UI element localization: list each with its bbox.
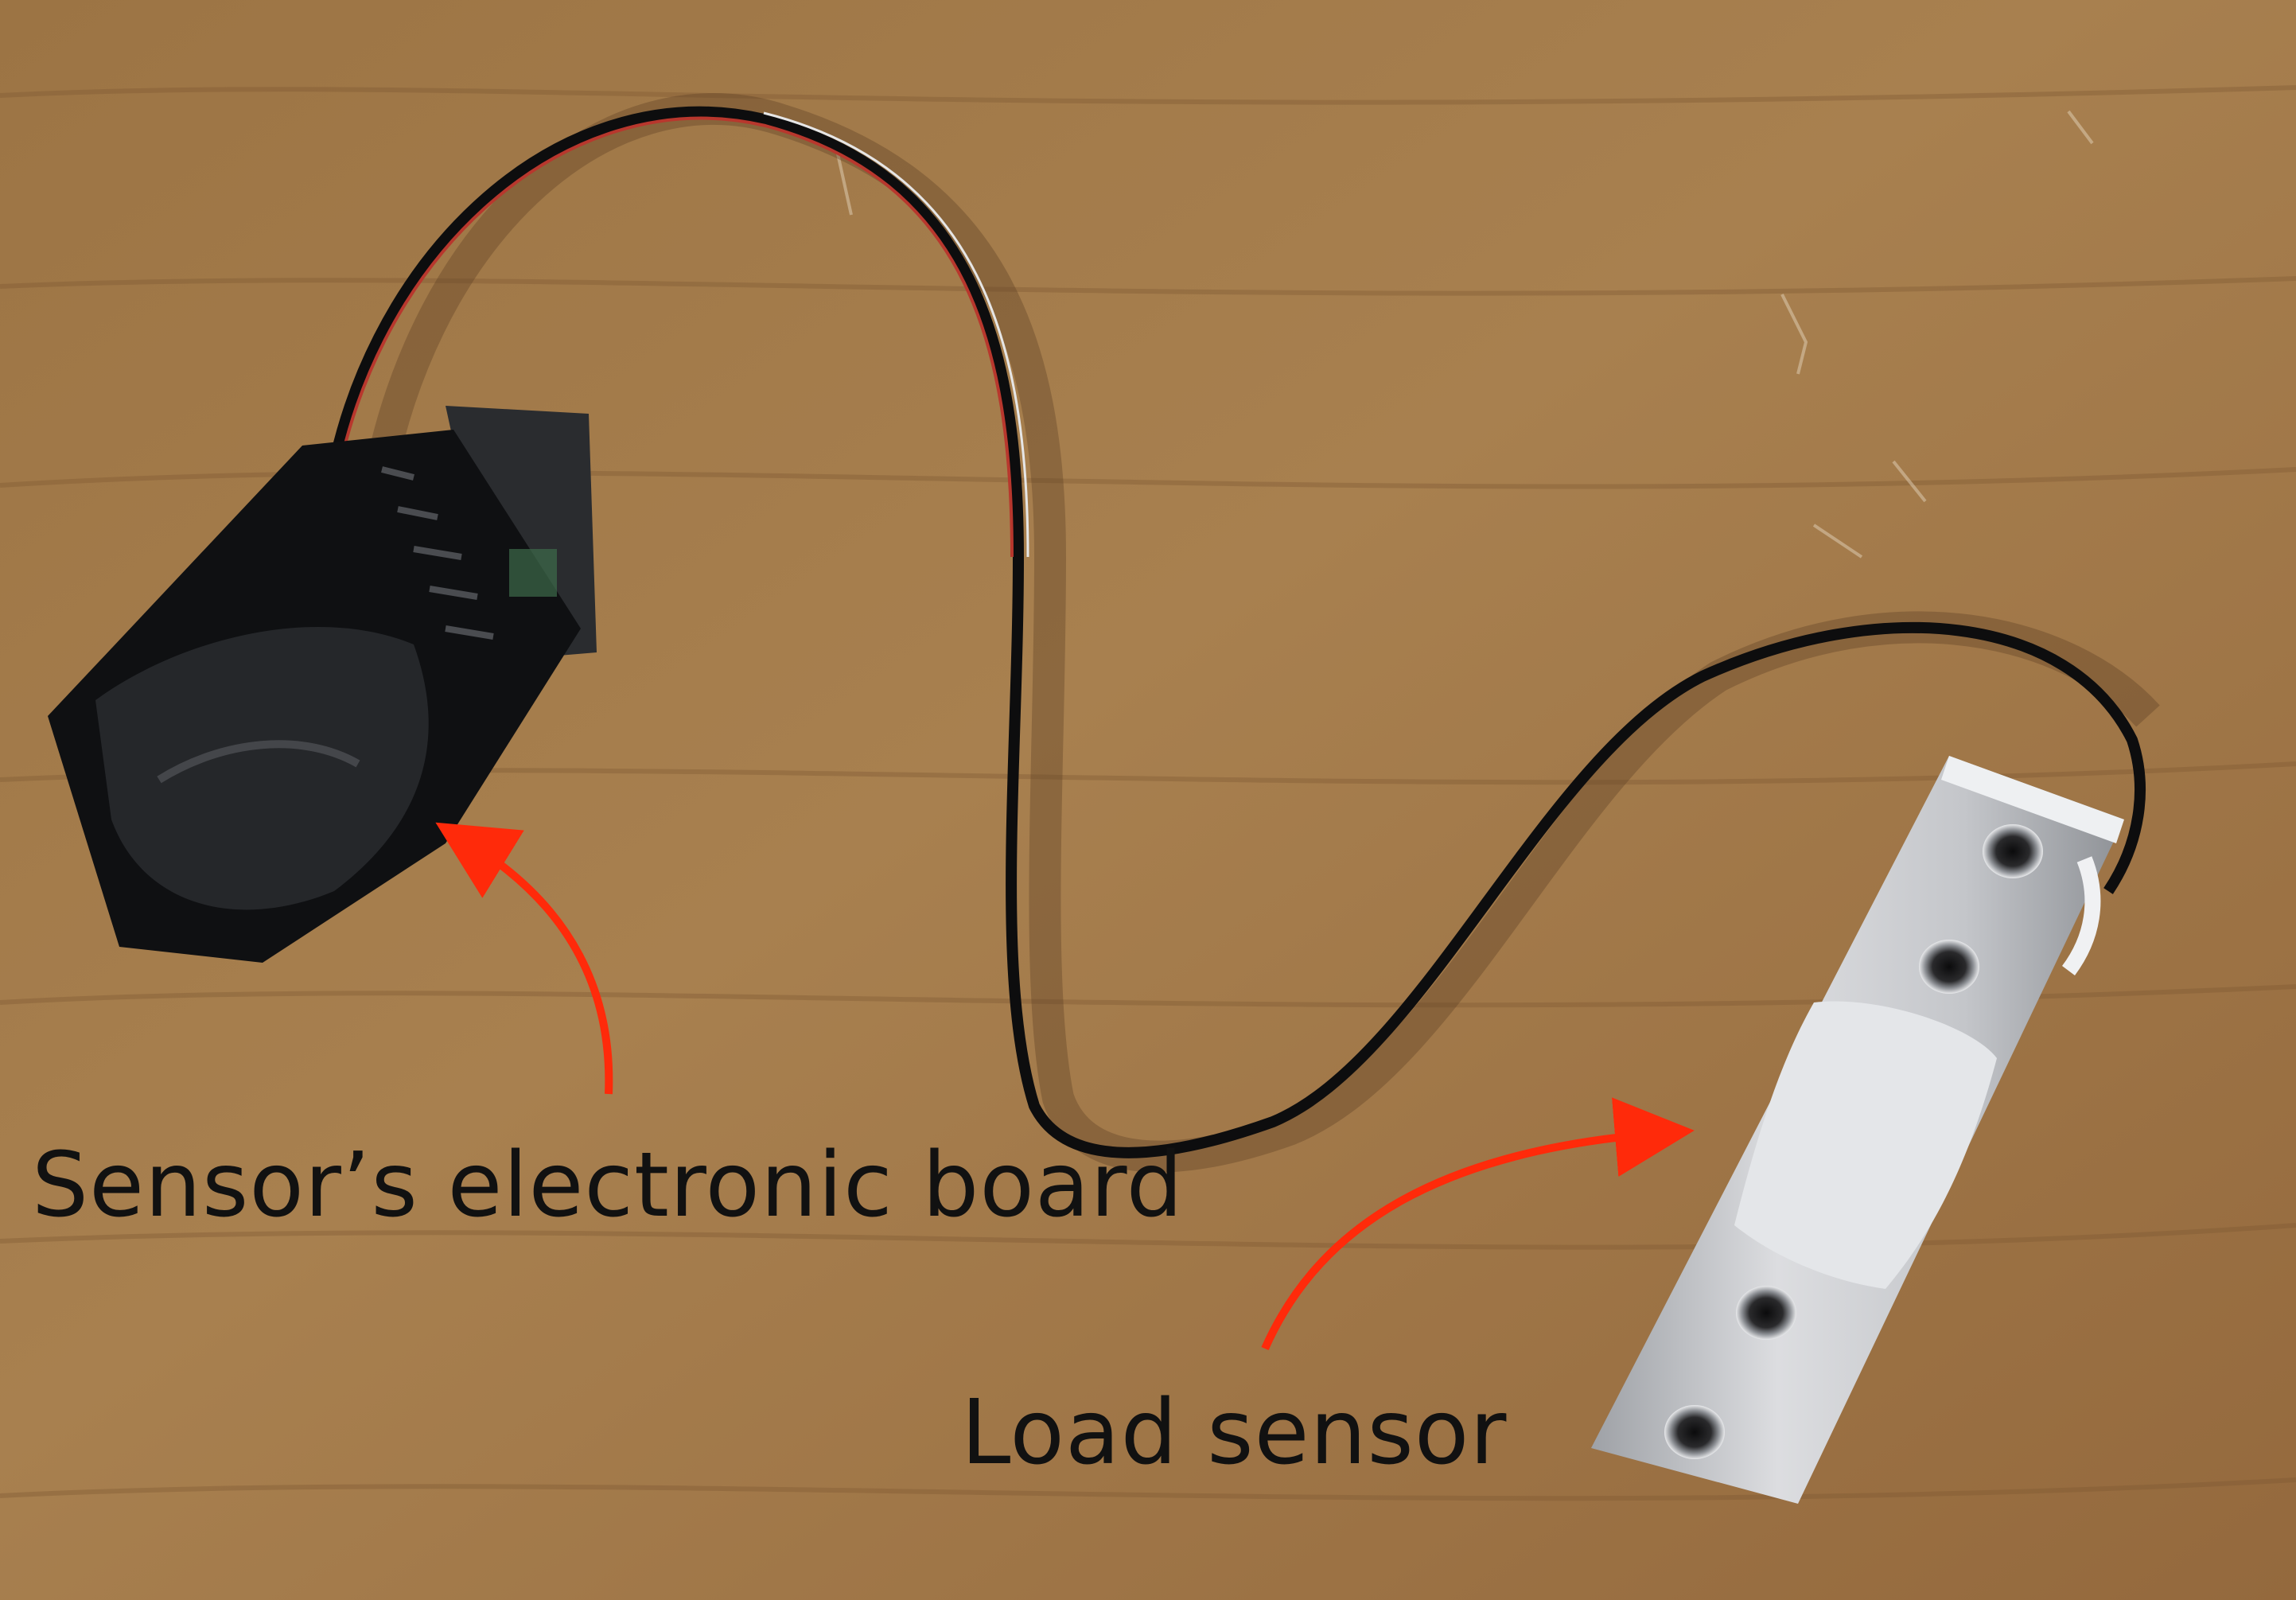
- arrow-to-board: [435, 822, 613, 1095]
- cable-white-strand: [763, 111, 1029, 558]
- mount-hole-1: [1983, 824, 2043, 878]
- arrow-to-load: [1261, 1097, 1695, 1351]
- mount-hole-4: [1664, 1405, 1725, 1459]
- wood-scratches: [834, 110, 2094, 559]
- mount-hole-3: [1736, 1286, 1796, 1340]
- caption-electronic-board: Sensor’s electronic board: [32, 1134, 1184, 1237]
- load-sensor: [1591, 756, 2124, 1504]
- caption-load-sensor: Load sensor: [961, 1381, 1508, 1485]
- cable-red-strand: [331, 116, 1014, 558]
- mount-hole-2: [1919, 940, 1979, 994]
- sensor-cable: [321, 106, 2146, 1158]
